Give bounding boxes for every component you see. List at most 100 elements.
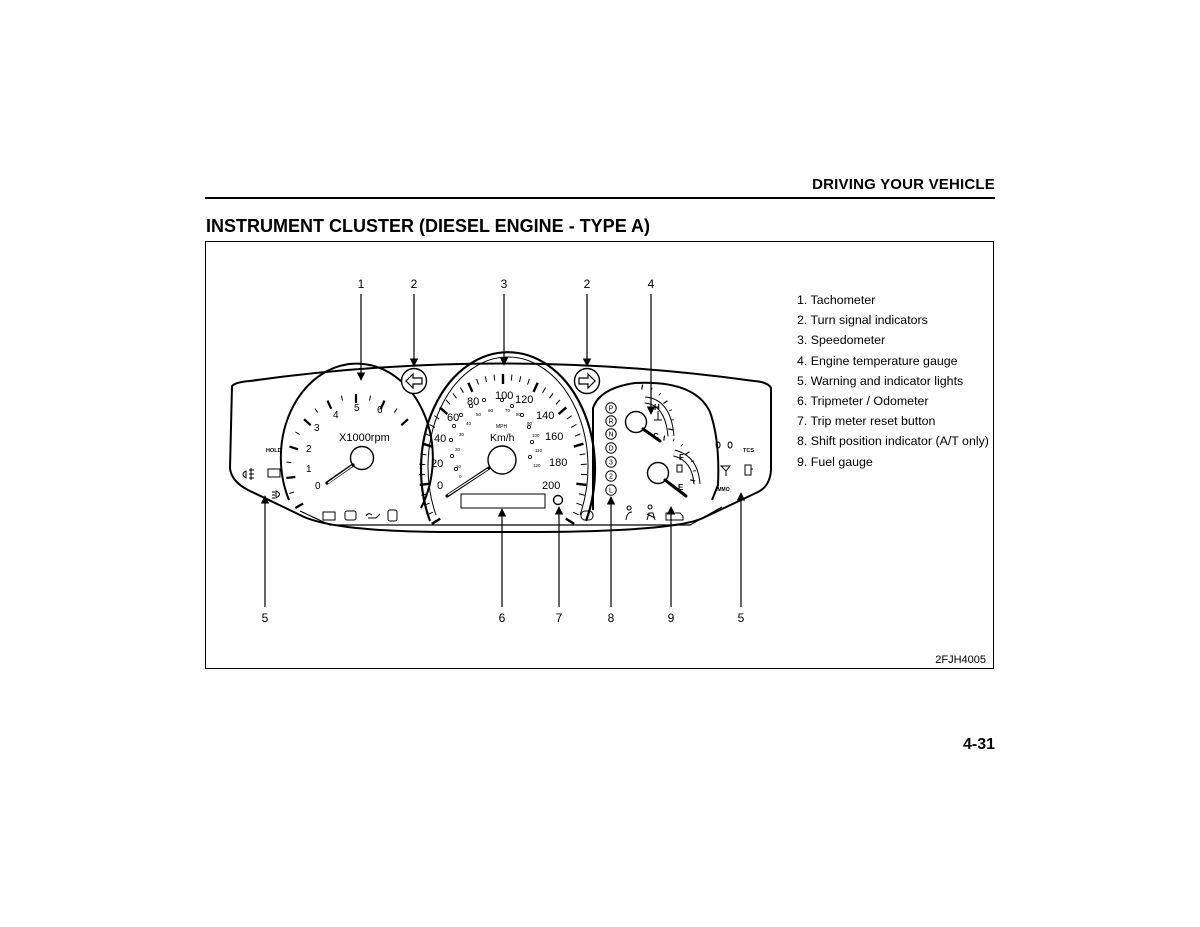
legend-item: 4. Engine temperature gauge [797, 353, 958, 368]
tach-unit-label: X1000rpm [339, 432, 390, 444]
trip-reset-button [552, 494, 564, 506]
temp-icon [654, 411, 662, 421]
gauge-tick [691, 460, 695, 463]
fuel-empty-label: E [678, 483, 684, 492]
gauge-tick [672, 438, 675, 442]
callout-number: 5 [262, 611, 269, 625]
mph-dot [530, 439, 535, 444]
gauge-tick [420, 453, 427, 456]
gauge-tick [663, 435, 666, 441]
gauge-tick [431, 517, 441, 525]
fuel-needle-hub [646, 461, 670, 485]
gauge-tick [557, 406, 567, 415]
gauge-tick [459, 387, 464, 393]
check-engine-icon [665, 512, 684, 521]
callout-number: 1 [358, 277, 365, 291]
oil-pressure-icon [365, 513, 381, 519]
front-fog-icon [242, 468, 254, 480]
mph-tick: 30 [459, 432, 465, 437]
fuel-full-label: F [679, 453, 684, 462]
kmh-tick: 80 [467, 396, 479, 408]
gauge-tick [294, 502, 304, 509]
tach-tick: 2 [306, 444, 312, 455]
legend-item: 2. Turn signal indicators [797, 313, 928, 328]
speedometer: 0 20 40 60 80 100 120 140 160 180 200 0 … [419, 351, 597, 525]
gauge-tick [289, 445, 299, 451]
glow-plug-icon [344, 510, 357, 521]
callout-number: 3 [501, 277, 508, 291]
gauge-tick [510, 374, 513, 381]
gauge-tick [393, 408, 398, 413]
mph-dot [449, 453, 454, 458]
callout-number: 2 [411, 277, 418, 291]
gauge-tick [422, 442, 433, 448]
gauge-tick [423, 502, 430, 506]
tach-tick: 5 [354, 403, 360, 414]
header-rule [205, 197, 995, 199]
tach-tick: 1 [306, 464, 312, 475]
tach-tick: 4 [333, 410, 339, 421]
figure-frame [205, 241, 994, 669]
legend-item: 6. Tripmeter / Odometer [797, 394, 929, 409]
mph-dot [509, 403, 514, 408]
seatbelt-icon [646, 504, 656, 521]
gauge-tick [579, 453, 586, 456]
figure-code: 2FJH4005 [935, 654, 986, 666]
tcs-icon [715, 441, 733, 449]
mph-dot [458, 412, 463, 417]
gauge-tick [369, 395, 372, 401]
tach-tick: 3 [314, 423, 320, 434]
gauge-tick [445, 399, 451, 405]
mph-dot [520, 412, 525, 417]
gauge-tick [565, 517, 575, 525]
warning-lights [242, 441, 753, 522]
gauge-tick [690, 479, 696, 482]
callout-number: 6 [499, 611, 506, 625]
gauge-tick [574, 433, 581, 437]
gauge-tick [685, 451, 690, 456]
gauge-tick [527, 378, 530, 385]
kmh-tick: 160 [545, 431, 563, 443]
shift-letter: L [609, 488, 613, 495]
kmh-tick: 20 [431, 458, 443, 470]
mph-tick: 40 [466, 421, 472, 426]
gauge-tick [669, 409, 673, 412]
callout-number: 7 [556, 611, 563, 625]
mph-dot [453, 466, 458, 471]
gauge-tick [421, 493, 428, 496]
temp-needle [641, 427, 662, 443]
gauge-tick [663, 400, 668, 405]
kmh-tick: 0 [437, 480, 443, 492]
mph-tick: 80 [516, 412, 522, 417]
tcs-label: TCS [743, 448, 754, 454]
gauge-tick [425, 433, 432, 437]
gauge-tick [295, 431, 300, 435]
legend-item: 7. Trip meter reset button [797, 414, 936, 429]
kmh-tick: 200 [542, 480, 560, 492]
shift-letter: N [608, 432, 613, 439]
airbag-icon [625, 505, 633, 521]
legend-item: 3. Speedometer [797, 333, 886, 348]
tach-needle-hub [349, 445, 375, 471]
gauge-tick [566, 415, 573, 420]
legend-item: 5. Warning and indicator lights [797, 373, 964, 388]
gauge-tick [641, 384, 644, 390]
gauge-tick [326, 400, 333, 410]
gauge-tick [303, 418, 312, 426]
mph-dot [499, 397, 504, 402]
mph-tick: 90 [527, 421, 533, 426]
mph-label: MPH [496, 424, 508, 430]
legend-list: 1. Tachometer 2. Turn signal indicators … [797, 290, 989, 472]
fuel-pump-icon [676, 464, 683, 473]
immo-label: IMMO [716, 487, 730, 493]
gauge-tick [289, 491, 295, 494]
gauge-tick [493, 374, 496, 381]
legend-item: 1. Tachometer [797, 293, 876, 307]
tach-tick: 6 [377, 405, 383, 416]
shift-letter: R [608, 419, 613, 426]
rear-defrost-icon [267, 468, 281, 478]
kmh-tick: 40 [434, 433, 446, 445]
mph-dot [468, 403, 473, 408]
battery-icon [322, 511, 336, 521]
